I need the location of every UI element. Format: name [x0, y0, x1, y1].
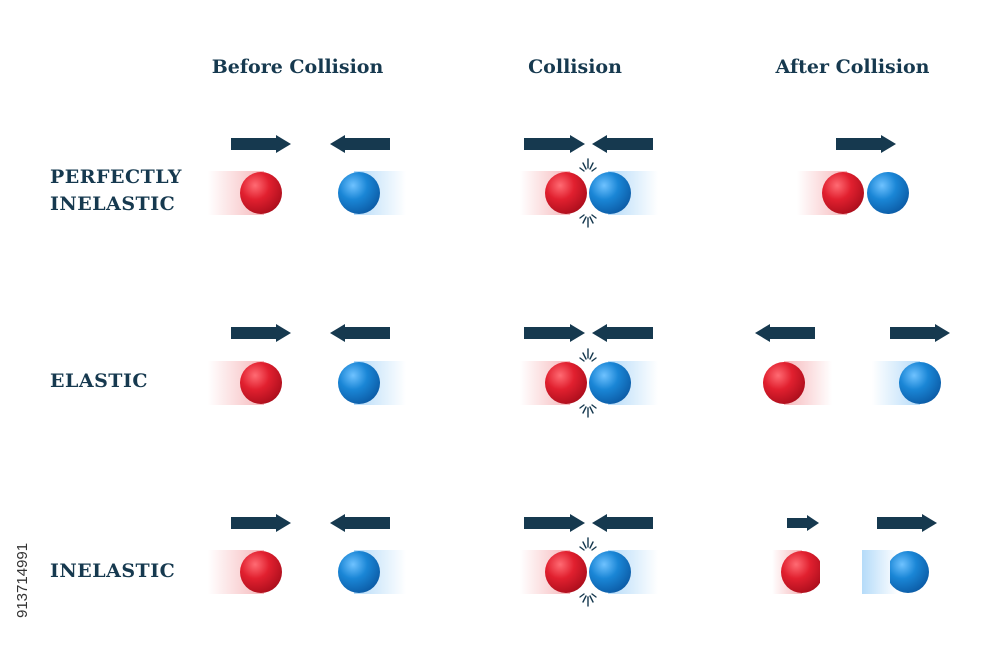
elastic-after-red-ball — [763, 362, 805, 404]
perfectly-inelastic-collision-blue-ball — [589, 172, 631, 214]
elastic-collision-impact-line-7 — [589, 406, 594, 414]
inelastic-before-blue-ball — [338, 551, 380, 593]
row-label-elastic: ELASTIC — [50, 370, 148, 392]
elastic-collision-impact-line-5 — [582, 406, 587, 414]
row-label-inelastic: INELASTIC — [50, 560, 176, 582]
row-label-perfectly-inelastic: PERFECTLY INELASTIC — [50, 164, 182, 218]
inelastic-collision-impact-line-2 — [589, 541, 594, 549]
perfectly-inelastic-collision-impact-line-8 — [579, 214, 585, 219]
perfectly-inelastic-collision-impact-line-3 — [579, 167, 585, 172]
inelastic-collision-right-arrow — [524, 514, 585, 532]
inelastic-after-red-ball — [781, 551, 820, 593]
inelastic-collision-impact-line-9 — [591, 593, 597, 598]
inelastic-collision-left-arrow — [592, 514, 653, 532]
perfectly-inelastic-before-blue-ball — [338, 172, 380, 214]
header-after-collision: After Collision — [775, 56, 930, 78]
stock-id: 913714991 — [14, 543, 31, 618]
perfectly-inelastic-collision-impact-line-0 — [582, 162, 587, 170]
perfectly-inelastic-collision-impact-line-5 — [582, 216, 587, 224]
perfectly-inelastic-collision-impact-line-4 — [591, 167, 597, 172]
inelastic-collision-red-ball — [545, 551, 587, 593]
elastic-before-blue-ball — [338, 362, 380, 404]
inelastic-collision-impact-line-8 — [579, 593, 585, 598]
perfectly-inelastic-before-left-arrow — [330, 135, 390, 153]
inelastic-collision-impact-line-4 — [591, 546, 597, 551]
elastic-before-red-ball — [240, 362, 282, 404]
elastic-after-left-arrow — [755, 324, 815, 342]
inelastic-after-blue-ball — [890, 551, 929, 593]
inelastic-before-red-ball — [240, 551, 282, 593]
inelastic-collision-impact-line-5 — [582, 595, 587, 603]
elastic-collision-impact-line-2 — [589, 352, 594, 360]
inelastic-collision-impact-line-7 — [589, 595, 594, 603]
perfectly-inelastic-collision-impact-line-2 — [589, 162, 594, 170]
elastic-after-right-arrow — [890, 324, 950, 342]
perfectly-inelastic-collision-impact-line-9 — [591, 214, 597, 219]
elastic-after-blue-ball — [899, 362, 941, 404]
inelastic-before-right-arrow — [231, 514, 291, 532]
perfectly-inelastic-after-blue-ball — [867, 172, 909, 214]
perfectly-inelastic-collision-red-ball — [545, 172, 587, 214]
perfectly-inelastic-after-right-arrow — [836, 135, 896, 153]
elastic-before-right-arrow — [231, 324, 291, 342]
elastic-collision-impact-line-4 — [591, 357, 597, 362]
elastic-collision-impact-line-0 — [582, 352, 587, 360]
perfectly-inelastic-collision-right-arrow — [524, 135, 585, 153]
inelastic-collision-impact-line-0 — [582, 541, 587, 549]
elastic-collision-blue-ball — [589, 362, 631, 404]
inelastic-before-left-arrow — [330, 514, 390, 532]
inelastic-collision-blue-ball — [589, 551, 631, 593]
row-label-line-1: PERFECTLY — [50, 166, 182, 188]
inelastic-collision-impact-line-3 — [579, 546, 585, 551]
header-before-collision: Before Collision — [211, 56, 384, 78]
elastic-collision-red-ball — [545, 362, 587, 404]
elastic-before-left-arrow — [330, 324, 390, 342]
perfectly-inelastic-collision-left-arrow — [592, 135, 653, 153]
inelastic-after-right-arrow — [877, 514, 937, 532]
row-label-line-2: INELASTIC — [50, 193, 176, 215]
elastic-collision-impact-line-8 — [579, 404, 585, 409]
elastic-collision-impact-line-9 — [591, 404, 597, 409]
stock-id-text: 913714991 — [14, 543, 31, 618]
perfectly-inelastic-before-right-arrow — [231, 135, 291, 153]
perfectly-inelastic-before-red-ball — [240, 172, 282, 214]
perfectly-inelastic-after-red-ball — [822, 172, 864, 214]
elastic-collision-right-arrow — [524, 324, 585, 342]
elastic-collision-impact-line-3 — [579, 357, 585, 362]
inelastic-after-short-arrow — [787, 515, 819, 531]
header-collision: Collision — [528, 56, 622, 78]
perfectly-inelastic-collision-impact-line-7 — [589, 216, 594, 224]
elastic-collision-left-arrow — [592, 324, 653, 342]
